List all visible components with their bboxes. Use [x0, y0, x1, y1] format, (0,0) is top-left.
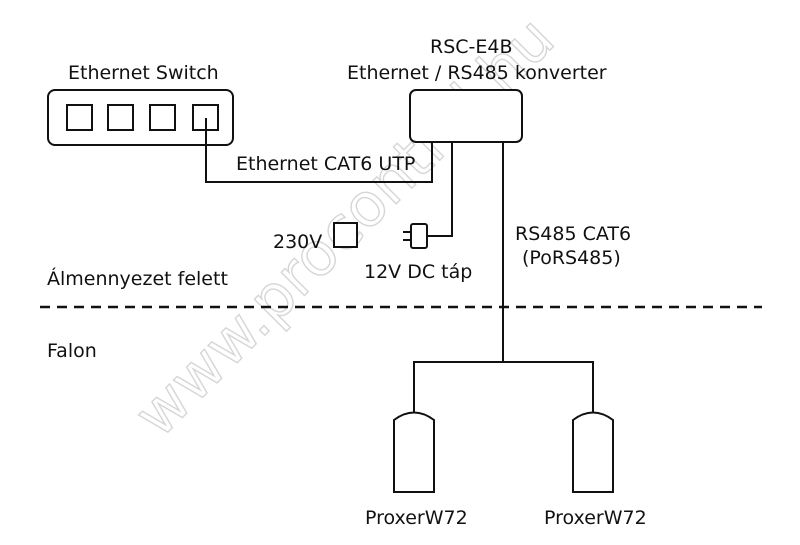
switch-label: Ethernet Switch — [68, 62, 219, 84]
ethernet-switch — [47, 89, 234, 146]
rs485-sublabel: (PoRS485) — [522, 247, 621, 269]
switch-port-3 — [149, 104, 176, 131]
reader-1 — [393, 411, 435, 493]
switch-port-2 — [107, 104, 134, 131]
switch-port-1 — [66, 104, 93, 131]
power-cable — [427, 142, 453, 237]
reader-1-label: ProxerW72 — [365, 507, 468, 529]
power-adapter — [403, 223, 428, 249]
converter-box — [409, 89, 523, 143]
zone-above-ceiling: Álmennyezet felett — [47, 267, 228, 290]
zone-wall: Falon — [47, 340, 97, 362]
ethernet-cable — [205, 118, 433, 183]
converter-subtitle: Ethernet / RS485 konverter — [347, 62, 607, 84]
wall-socket — [333, 222, 358, 248]
psu-label: 12V DC táp — [364, 261, 472, 283]
reader-branch — [413, 361, 594, 412]
ethernet-cable-label: Ethernet CAT6 UTP — [236, 153, 415, 175]
mains-label: 230V — [273, 231, 322, 253]
reader-2-label: ProxerW72 — [544, 507, 647, 529]
converter-title: RSC-E4B — [430, 36, 513, 58]
reader-2 — [572, 411, 614, 493]
rs485-label: RS485 CAT6 — [515, 223, 631, 245]
